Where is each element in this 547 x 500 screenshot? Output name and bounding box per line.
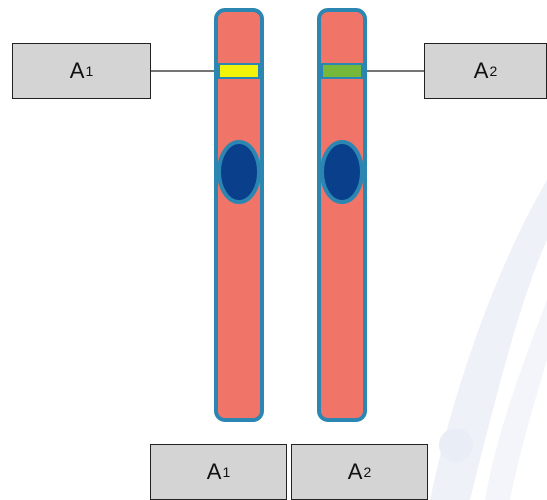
watermark-dot xyxy=(439,428,473,462)
watermark-swoosh-2 xyxy=(485,300,547,500)
left-centromere xyxy=(217,140,261,204)
label-top-left-base: A xyxy=(69,58,85,83)
label-bottom-right-base: A xyxy=(347,459,363,484)
watermark-swoosh xyxy=(430,180,547,500)
label-bottom-left-base: A xyxy=(206,459,222,484)
right-chromosome xyxy=(317,8,367,422)
left-chromosome xyxy=(214,8,264,422)
right-chromosome-body xyxy=(317,8,367,422)
left-chromosome-body xyxy=(214,8,264,422)
label-bottom-left-sub: 1 xyxy=(222,464,231,480)
left-allele-band-a1 xyxy=(218,63,260,79)
label-bottom-right-sub: 2 xyxy=(363,464,372,480)
label-top-right-sub: 2 xyxy=(489,63,498,79)
right-centromere xyxy=(320,140,364,204)
right-allele-band-a2 xyxy=(321,63,363,79)
label-top-right-base: A xyxy=(473,58,489,83)
label-top-left-sub: 1 xyxy=(85,63,94,79)
